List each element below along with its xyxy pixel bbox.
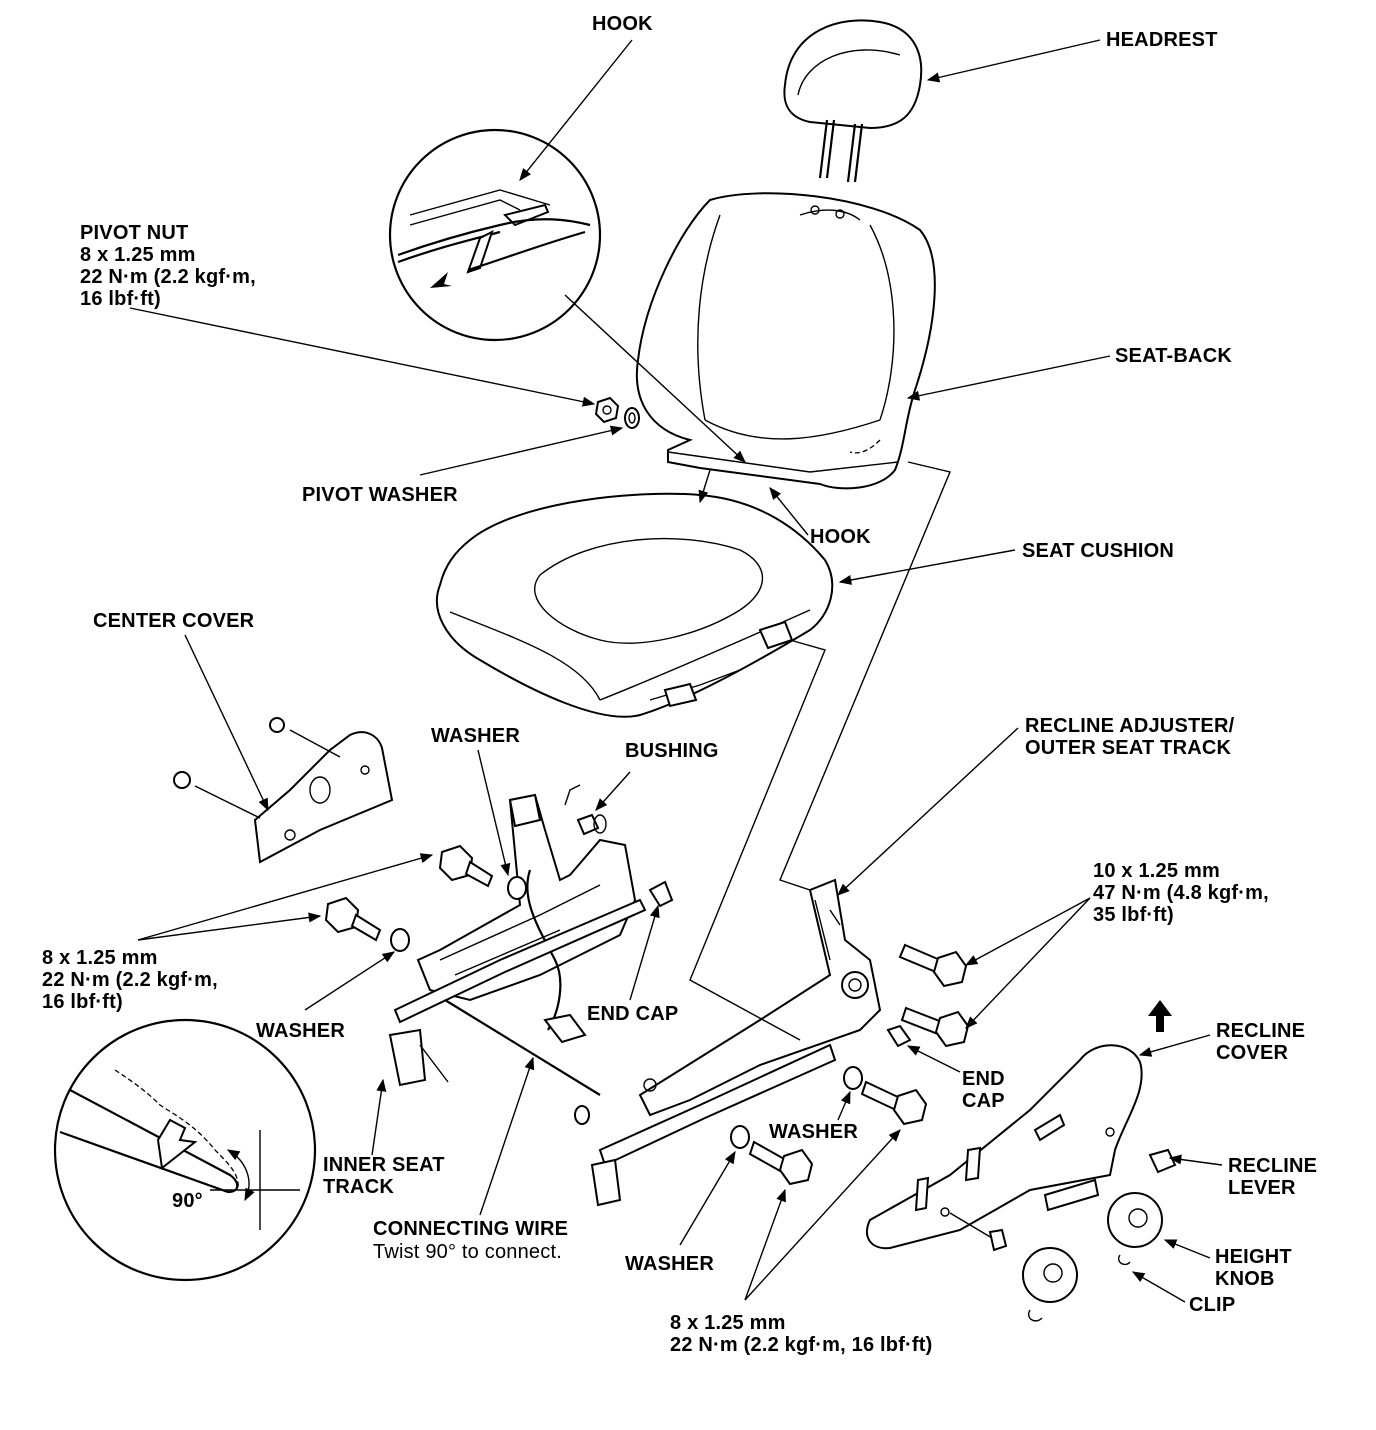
headrest-part (783, 19, 923, 183)
bolt-10-spec: 10 x 1.25 mm 47 N·m (4.8 kgf·m, 35 lbf·f… (1093, 860, 1269, 926)
headrest-label: HEADREST (1106, 29, 1218, 51)
center-cover-part (173, 717, 394, 864)
pivot-nut-spec: PIVOT NUT 8 x 1.25 mm 22 N·m (2.2 kgf·m,… (80, 222, 256, 310)
angle-label: 90° (172, 1190, 203, 1212)
seat-cushion-label: SEAT CUSHION (1022, 540, 1175, 562)
bolt-8-left-spec: 8 x 1.25 mm 22 N·m (2.2 kgf·m, 16 lbf·ft… (42, 947, 218, 1013)
leader-lines (129, 39, 1223, 1303)
guide-line-bushing (564, 784, 581, 806)
height-knob-part (949, 1192, 1163, 1322)
pivot-nut-part (594, 396, 620, 424)
connecting-wire-label: CONNECTING WIRE (373, 1218, 569, 1240)
bolt-left-lower (324, 896, 410, 952)
washer-label-mid: WASHER (769, 1121, 858, 1143)
height-knob-label: HEIGHT KNOB (1215, 1246, 1292, 1290)
inner-seat-track-label: INNER SEAT TRACK (323, 1154, 445, 1198)
hook-detail-circle (388, 128, 602, 342)
bolt-10-lower (900, 1006, 970, 1048)
clip-label: CLIP (1189, 1294, 1236, 1316)
bolt-mid (843, 1066, 928, 1126)
recline-cover-label: RECLINE COVER (1216, 1020, 1306, 1064)
guide-line-seatback (779, 461, 951, 891)
end-cap-left-label: END CAP (587, 1003, 679, 1025)
seat-back-label: SEAT-BACK (1115, 345, 1232, 367)
end-cap-left-part (648, 880, 674, 908)
end-cap-right-label: END CAP (962, 1068, 1005, 1112)
connecting-wire-note: Twist 90° to connect. (373, 1241, 562, 1263)
pivot-washer-label: PIVOT WASHER (302, 484, 458, 506)
pivot-washer-part (624, 407, 640, 429)
recline-adjuster-part (590, 878, 882, 1207)
washer-label-upper: WASHER (431, 725, 520, 747)
seat-cushion-part (435, 492, 834, 718)
hook-label-mid: HOOK (810, 526, 871, 548)
washer-label-bottom: WASHER (625, 1253, 714, 1275)
guide-line-cushion (689, 639, 826, 1041)
recline-lever-part (1148, 1148, 1177, 1174)
bushing-part (576, 813, 607, 836)
center-cover-label: CENTER COVER (93, 610, 255, 632)
inner-seat-track-part (388, 793, 647, 1125)
bolt-10-upper (898, 943, 968, 988)
end-cap-right-part (886, 1024, 912, 1048)
bolt-8-bottom-spec: 8 x 1.25 mm 22 N·m (2.2 kgf·m, 16 lbf·ft… (670, 1312, 933, 1356)
recline-cover-part (865, 1000, 1172, 1250)
bolt-left-upper (438, 844, 527, 900)
recline-lever-label: RECLINE LEVER (1228, 1155, 1318, 1199)
washer-label-left: WASHER (256, 1020, 345, 1042)
recline-adjuster-label: RECLINE ADJUSTER/ OUTER SEAT TRACK (1025, 715, 1235, 759)
twist-detail-circle (53, 1018, 317, 1282)
seat-back-part (635, 192, 936, 490)
bushing-label: BUSHING (625, 740, 719, 762)
bolt-bottom (730, 1125, 814, 1186)
hook-label-top: HOOK (592, 13, 653, 35)
